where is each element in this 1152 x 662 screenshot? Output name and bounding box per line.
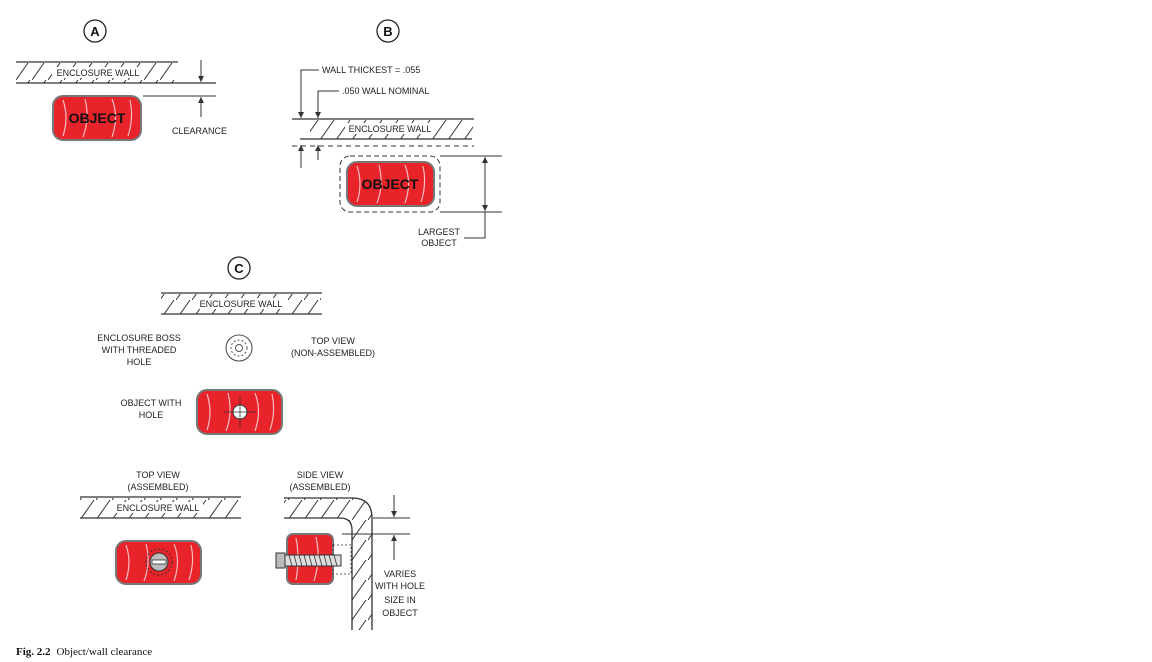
panel-b-marker-circle xyxy=(376,19,400,43)
panel-a-object-label: OBJECT xyxy=(69,110,126,126)
panel-a-marker-circle xyxy=(83,19,107,43)
panel-a-clearance-dimension: CLEARANCE xyxy=(143,60,227,136)
varies-label-4: OBJECT xyxy=(382,608,418,618)
panel-b-enclosure-wall: ENCLOSURE WALL xyxy=(292,118,474,168)
sideview-label-1: SIDE VIEW xyxy=(297,470,344,480)
topview-a-label-1: TOP VIEW xyxy=(136,470,180,480)
figure-caption: Fig. 2.2 Object/wall clearance xyxy=(16,646,152,658)
panel-a: A ENCLOSURE WALL OBJECT CLEARANCE xyxy=(16,19,227,141)
boss-thread-icon xyxy=(230,339,248,357)
panel-c-top-view-assembled: TOP VIEW (ASSEMBLED) ENCLOSURE WALL xyxy=(80,470,241,585)
topview-na-label-2: (NON-ASSEMBLED) xyxy=(291,348,375,358)
panel-c-marker-circle xyxy=(227,256,251,280)
panel-a-wall-label: ENCLOSURE WALL xyxy=(57,68,140,78)
boss-hole-icon xyxy=(235,344,243,352)
panel-b-largest-label-2: OBJECT xyxy=(421,238,457,248)
panel-c: C ENCLOSURE WALL ENCLOSURE BOSS WITH THR… xyxy=(80,256,425,630)
varies-label-2: WITH HOLE xyxy=(375,581,425,591)
varies-label-1: VARIES xyxy=(384,569,416,579)
panel-c-object-with-hole: OBJECT WITH HOLE xyxy=(121,389,283,435)
topview-na-label-1: TOP VIEW xyxy=(311,336,355,346)
panel-c-enclosure-wall: ENCLOSURE WALL xyxy=(161,292,322,315)
panel-b-wall-nominal-label: .050 WALL NOMINAL xyxy=(342,86,429,96)
panel-b-wall-thickest-label: WALL THICKEST = .055 xyxy=(322,65,420,75)
panel-b-marker: B xyxy=(383,24,392,39)
figure-number: Fig. 2.2 xyxy=(16,646,51,658)
topview-a-label-2: (ASSEMBLED) xyxy=(127,482,188,492)
panel-c-side-view-assembled: SIDE VIEW (ASSEMBLED) VARIES WITH HOLE S… xyxy=(275,470,425,630)
object-hole-label-1: OBJECT WITH xyxy=(121,398,182,408)
boss-outer-icon xyxy=(225,334,253,362)
object-hole-label-2: HOLE xyxy=(139,410,164,420)
boss-label-2: WITH THREADED xyxy=(102,345,177,355)
panel-c-boss: ENCLOSURE BOSS WITH THREADED HOLE TOP VI… xyxy=(97,333,375,367)
panel-b-wall-thickness-callouts: WALL THICKEST = .055 .050 WALL NOMINAL xyxy=(298,65,429,118)
panel-b-wall-label: ENCLOSURE WALL xyxy=(349,124,432,134)
panel-a-clearance-label: CLEARANCE xyxy=(172,126,227,136)
panel-b-object-label: OBJECT xyxy=(362,176,419,192)
topview-a-wall-label: ENCLOSURE WALL xyxy=(117,503,200,513)
sideview-label-2: (ASSEMBLED) xyxy=(289,482,350,492)
side-screw-head-icon xyxy=(275,552,286,569)
varies-label-3: SIZE IN xyxy=(384,595,416,605)
panel-c-wall-label: ENCLOSURE WALL xyxy=(200,299,283,309)
panel-a-enclosure-wall: ENCLOSURE WALL xyxy=(16,61,216,84)
panel-b-largest-label-1: LARGEST xyxy=(418,227,461,237)
panel-b: B WALL THICKEST = .055 .050 WALL NOMINAL… xyxy=(292,19,502,248)
panel-a-marker: A xyxy=(90,24,100,39)
figure-caption-text: Object/wall clearance xyxy=(56,646,153,658)
panel-b-object: OBJECT xyxy=(339,155,441,213)
boss-label-1: ENCLOSURE BOSS xyxy=(97,333,181,343)
panel-a-object: OBJECT xyxy=(52,95,142,141)
panel-b-largest-object-dimension: LARGEST OBJECT xyxy=(418,155,502,248)
boss-label-3: HOLE xyxy=(127,357,152,367)
panel-c-marker: C xyxy=(234,261,244,276)
